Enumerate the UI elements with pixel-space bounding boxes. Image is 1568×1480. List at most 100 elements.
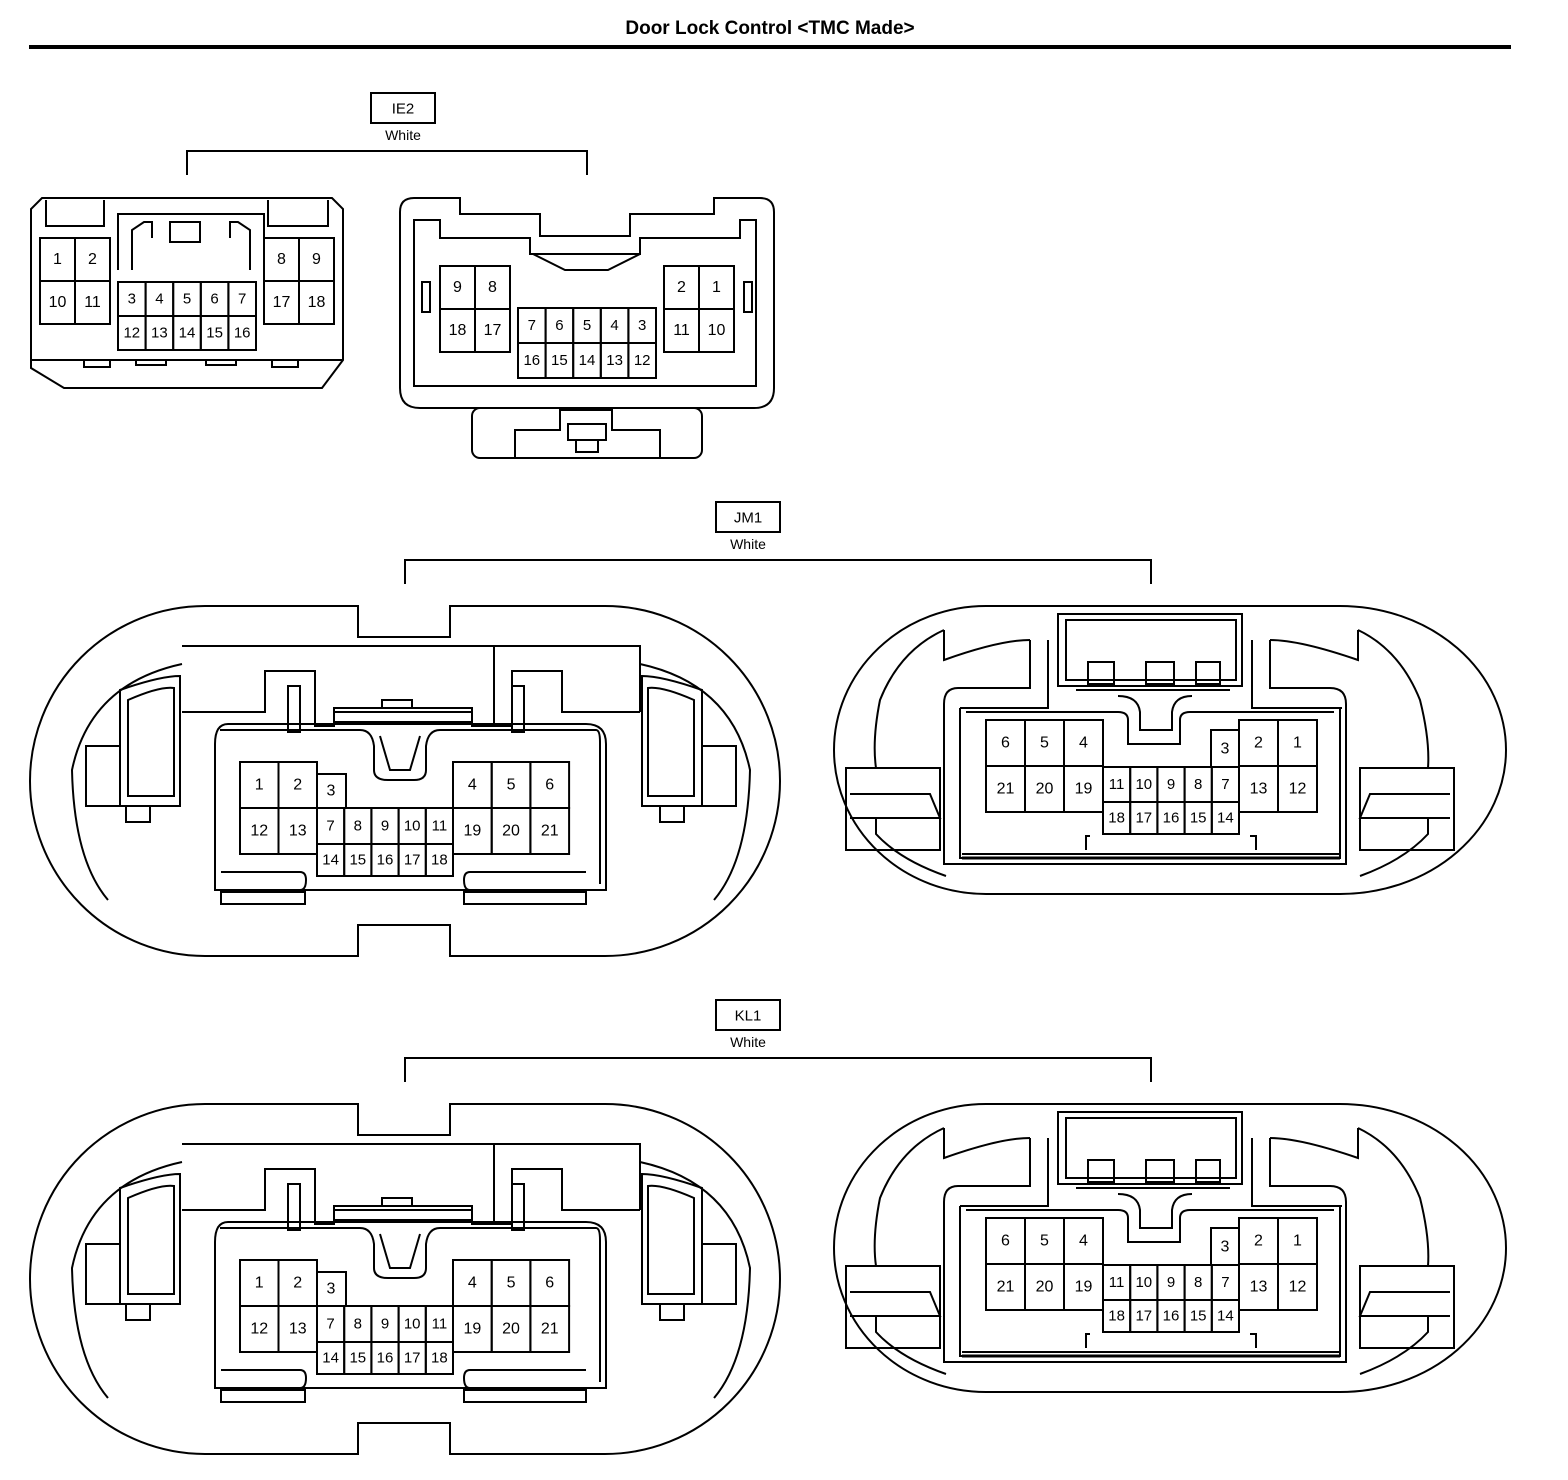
pin-number: 13	[1250, 1279, 1268, 1296]
pin-number: 9	[453, 279, 462, 296]
pin-number: 14	[579, 352, 596, 369]
pin-number: 10	[1135, 776, 1152, 793]
post	[287, 685, 301, 733]
pin-number: 6	[555, 317, 563, 334]
pin-number: 3	[1221, 741, 1230, 758]
housing-outline	[399, 197, 775, 409]
housing-outline	[1359, 1265, 1455, 1349]
connector-bracket	[404, 1057, 1152, 1082]
latch-slot	[1195, 1159, 1221, 1183]
pin-number: 10	[708, 322, 726, 339]
pin-number: 1	[1293, 735, 1302, 752]
housing-outline	[70, 1161, 183, 1399]
housing-outline	[845, 1265, 941, 1349]
pin-number: 11	[432, 1316, 448, 1333]
pin-number: 11	[673, 322, 690, 339]
pin-number: 21	[997, 1279, 1015, 1296]
pin-number: 11	[84, 294, 101, 311]
housing-outline	[943, 630, 1031, 662]
pin-cell	[1210, 801, 1241, 835]
pin-number: 12	[1289, 1279, 1307, 1296]
latch-tab	[381, 699, 413, 709]
side-block	[701, 1243, 737, 1305]
pin-number: 17	[404, 852, 421, 869]
pin-number: 13	[289, 823, 307, 840]
connector-color: White	[730, 536, 766, 552]
pin-number: 15	[1190, 810, 1207, 827]
side-tab	[659, 805, 685, 823]
side-tab	[125, 805, 151, 823]
title-rule	[29, 45, 1511, 49]
pin-number: 1	[255, 777, 264, 794]
housing-outline	[1359, 767, 1455, 851]
connector-id: KL1	[735, 1008, 762, 1025]
pin-number: 6	[1001, 1233, 1010, 1250]
housing-outline	[413, 219, 757, 387]
housing-outline	[943, 1128, 1031, 1160]
latch-slot	[1087, 661, 1115, 685]
pin-number: 9	[1167, 1274, 1175, 1291]
pin-number: 8	[354, 818, 362, 835]
pin-number: 13	[289, 1321, 307, 1338]
latch-tab	[567, 423, 607, 441]
pin-number: 18	[1108, 810, 1125, 827]
housing-outline	[182, 1143, 495, 1225]
housing-outline	[127, 1184, 175, 1295]
pin-number: 5	[507, 1275, 516, 1292]
housing-outline	[1358, 793, 1450, 819]
pin-number: 18	[431, 1350, 448, 1367]
housing-outline	[119, 1172, 181, 1305]
housing-outline	[960, 640, 1049, 709]
housing-outline	[1085, 835, 1090, 850]
pin-number: 3	[327, 783, 336, 800]
housing-outline	[1359, 1316, 1429, 1375]
pin-number: 2	[88, 251, 97, 268]
pin-number: 3	[327, 1281, 336, 1298]
pin-number: 5	[583, 317, 591, 334]
latch-slot	[1087, 1159, 1115, 1183]
housing-outline	[1251, 640, 1342, 709]
housing-outline	[1269, 1128, 1359, 1160]
side-block	[701, 745, 737, 807]
pin-number: 16	[523, 352, 540, 369]
connector-bracket	[186, 150, 588, 175]
pin-number: 12	[634, 352, 651, 369]
foot	[83, 359, 111, 368]
housing-outline	[943, 640, 1347, 865]
housing-outline	[70, 663, 183, 901]
housing-outline	[1269, 630, 1359, 662]
pin-number: 4	[610, 317, 618, 334]
pin-number: 17	[1135, 1308, 1152, 1325]
pin-number: 10	[404, 818, 421, 835]
pin-number: 17	[404, 1350, 421, 1367]
housing-outline	[875, 818, 947, 877]
pin-number: 21	[541, 823, 559, 840]
housing-outline	[1065, 619, 1237, 681]
pin-cell	[529, 1305, 571, 1353]
latch-slot	[1195, 661, 1221, 685]
pin-number: 11	[432, 818, 448, 835]
pin-number: 9	[381, 818, 389, 835]
housing-outline	[1250, 1333, 1257, 1348]
pin-number: 7	[528, 317, 536, 334]
housing-outline	[875, 1316, 947, 1375]
housing-outline	[221, 871, 308, 891]
housing-outline	[641, 1172, 703, 1305]
pin-number: 17	[1135, 810, 1152, 827]
pin-number: 9	[1167, 776, 1175, 793]
pin-number: 21	[997, 781, 1015, 798]
connector-id-box	[715, 501, 781, 533]
housing-outline	[850, 793, 942, 819]
pin-number: 20	[502, 823, 520, 840]
pin-number: 7	[1221, 1274, 1229, 1291]
pin-number: 13	[1250, 781, 1268, 798]
pin-number: 20	[1036, 781, 1054, 798]
pin-number: 19	[1075, 1279, 1093, 1296]
pin-number: 18	[1108, 1308, 1125, 1325]
connector-id: IE2	[392, 101, 415, 118]
foot	[220, 891, 306, 905]
